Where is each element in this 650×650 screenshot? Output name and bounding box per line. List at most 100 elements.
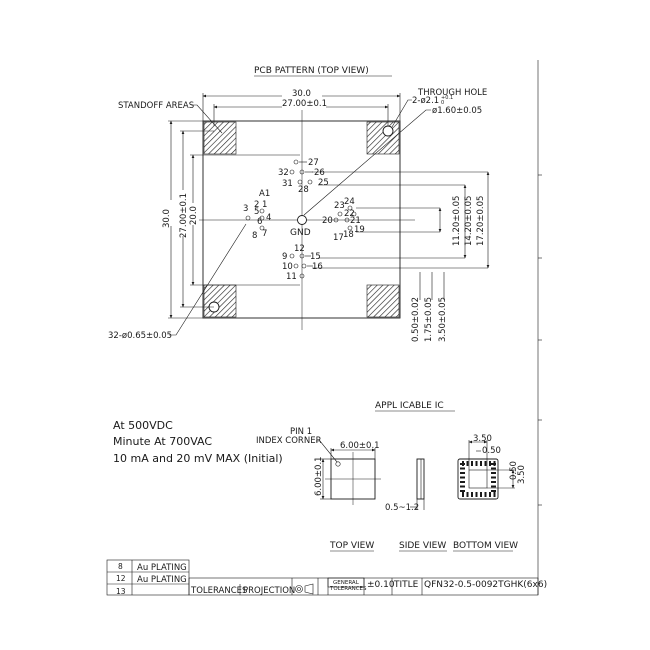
pad-24 — [347, 205, 353, 211]
general-label-2: TOLERANCES — [329, 586, 367, 592]
gnd-label: GND — [290, 228, 311, 238]
ic-pin — [462, 492, 464, 497]
ic-bottom-pins-top — [462, 461, 496, 466]
pad-hole-spec: ø1.60±0.05 — [432, 106, 482, 116]
standoff-leader — [191, 104, 223, 134]
pin-label-1: 1 — [262, 200, 267, 210]
pads-right-group: 23 24 22 20 21 19 17 18 — [322, 197, 365, 243]
ic-bottom-pitch-label: 0.50 — [482, 446, 501, 456]
title-block: 8 Au PLATING 12 Au PLATING 13 TOLERANCES… — [106, 559, 547, 596]
pin-label-17: 17 — [333, 233, 344, 243]
ic-pin — [466, 492, 469, 497]
dim-width-outer-label: 30.0 — [292, 89, 311, 99]
dim-text-bg — [187, 203, 199, 225]
through-hole-label: THROUGH HOLE — [417, 88, 487, 98]
ic-side-view-body — [416, 458, 425, 500]
dim-text-bg — [282, 88, 322, 98]
ic-pin — [493, 492, 496, 497]
standoff-area-tr — [366, 121, 400, 155]
note-line-1: At 500VDC — [113, 419, 173, 432]
pin-label-10: 10 — [282, 262, 293, 272]
applicable-ic-section: APPL ICABLE IC PIN 1 INDEX CORNER 6.00±0… — [256, 401, 527, 552]
ic-pin — [491, 472, 496, 474]
pin-label-20: 20 — [322, 216, 333, 226]
dim-height-center-label: 20.0 — [189, 206, 199, 225]
pin-label-25: 25 — [318, 178, 329, 188]
pin1-label: PIN 1 — [290, 427, 312, 437]
pin-label-31: 31 — [282, 179, 293, 189]
dim-text-bg — [163, 200, 176, 226]
pad-22 — [337, 211, 343, 217]
pad-10 — [293, 263, 299, 269]
table-row-2-text: Au PLATING — [137, 575, 187, 585]
pin-label-4: 4 — [266, 213, 271, 223]
ic-top-width-label: 6.00±0.1 — [340, 441, 380, 451]
pin-label-9: 9 — [282, 252, 287, 262]
title-value: QFN32-0.5-0092TGHK(6x6) — [424, 580, 547, 590]
ic-pin — [491, 467, 496, 470]
pin-label-6: 6 — [257, 217, 262, 227]
pcb-pattern-view: PCB PATTERN (TOP VIEW) 30.0 27.00±0.1 ST… — [108, 66, 490, 342]
ic-pin — [471, 461, 473, 466]
a1-label: A1 — [259, 189, 270, 199]
pin-label-28: 28 — [298, 185, 309, 195]
ic-pin — [475, 461, 478, 466]
pad-3 — [245, 215, 251, 221]
ic-bottom-view: 3.50 0.50 3.50 0.50 — [457, 434, 527, 500]
ic-pin — [460, 467, 465, 470]
through-hole-spec: 2-ø2.1 — [412, 96, 439, 106]
pad-31 — [297, 179, 303, 185]
ic-pin — [480, 461, 482, 466]
pad-14 — [301, 263, 307, 269]
hdim-label-0: 0.50±0.02 — [411, 297, 421, 342]
hdim-label-1: 1.75±0.05 — [424, 297, 434, 342]
pads-bottom-group: 12 9 15 10 16 11 — [282, 244, 323, 282]
dim-text-bg — [282, 99, 326, 109]
table-row-3-num: 13 — [116, 587, 126, 596]
pin-label-32: 32 — [278, 168, 289, 178]
ic-pin — [491, 481, 496, 483]
tolerances-label: TOLERANCES — [190, 586, 247, 596]
ic-bottom-w-label: 3.50 — [473, 434, 492, 444]
ic-title: APPL ICABLE IC — [375, 401, 444, 411]
pad-8 — [259, 225, 265, 231]
ic-bottom-h-label: 3.50 — [517, 465, 527, 484]
ic-bottom-pins-left — [460, 463, 465, 492]
standoff-area-tl — [203, 121, 237, 155]
projection-symbol-icon — [295, 583, 314, 595]
title-label: TITLE — [393, 580, 419, 590]
through-hole-tol-minus: 0 — [441, 100, 444, 106]
gnd-hole-leader — [303, 109, 431, 216]
ic-pin — [491, 490, 496, 492]
dim-height-outer-label: 30.0 — [162, 209, 172, 228]
ic-bottom-pins-right — [491, 463, 496, 492]
ic-pin — [484, 461, 487, 466]
pin-label-21: 21 — [350, 216, 361, 226]
pad-9 — [289, 253, 295, 259]
ic-pin — [484, 492, 487, 497]
pad-25a — [307, 179, 313, 185]
tol-value: ±0.10 — [367, 580, 395, 590]
pin1-leader — [316, 440, 338, 463]
table-row-1-num: 8 — [118, 562, 123, 571]
pad-21 — [351, 211, 357, 217]
view-label-top: TOP VIEW — [329, 541, 374, 551]
pad-32 — [289, 169, 295, 175]
ic-pin — [466, 461, 469, 466]
pin-label-11: 11 — [286, 272, 297, 282]
through-hole-tol-plus: +0.1 — [441, 95, 453, 101]
through-hole-leader — [391, 99, 412, 128]
ic-pin — [460, 472, 465, 474]
pcb-title: PCB PATTERN (TOP VIEW) — [254, 66, 369, 76]
pad-1 — [259, 208, 265, 214]
pad-spec-leader — [169, 223, 247, 336]
gnd-hole — [297, 215, 307, 225]
view-label-side: SIDE VIEW — [399, 541, 446, 551]
ic-pin — [489, 461, 491, 466]
ic-pin — [460, 485, 465, 488]
pad-21b — [344, 217, 350, 223]
pad-6 — [259, 215, 265, 221]
ic-pin — [475, 492, 478, 497]
vdim-label-1: 14.20±0.05 — [464, 196, 474, 246]
pin-label-8: 8 — [252, 231, 257, 241]
